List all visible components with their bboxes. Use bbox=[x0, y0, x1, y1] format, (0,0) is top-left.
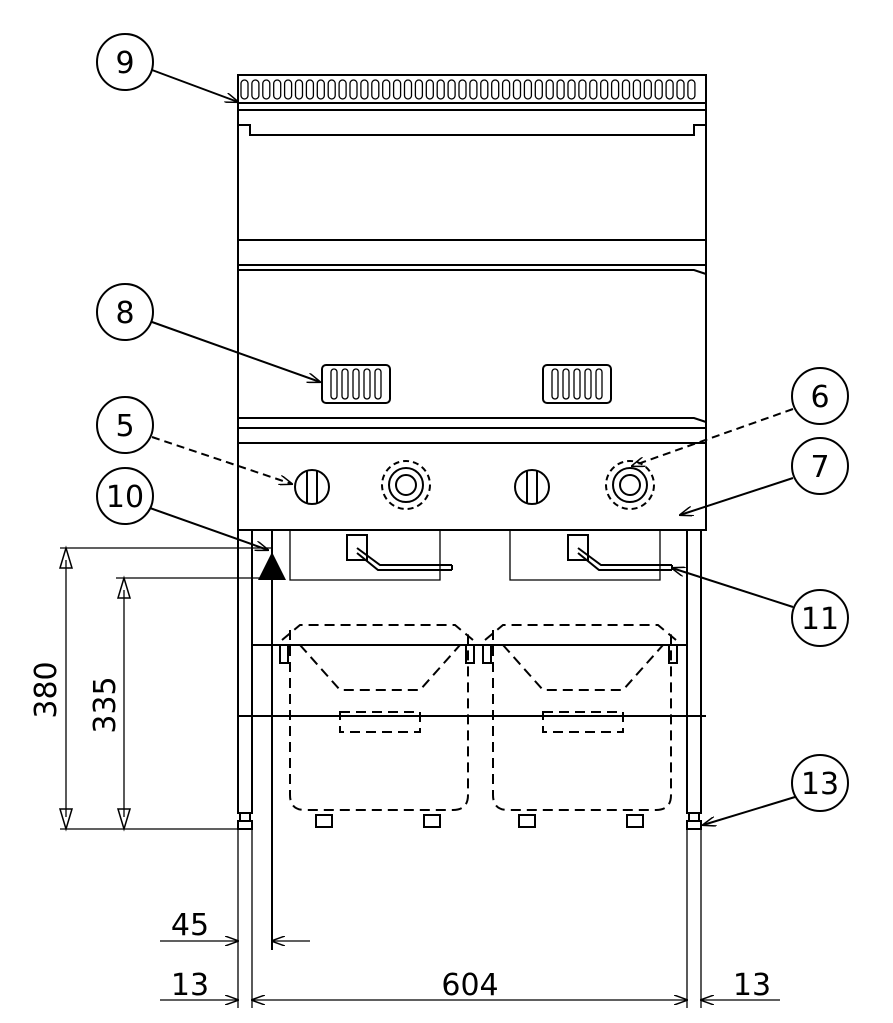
callout-label-13: 13 bbox=[801, 767, 839, 802]
vent-slot bbox=[262, 79, 271, 100]
callout-label-10: 10 bbox=[106, 480, 144, 515]
vent-slot bbox=[687, 79, 696, 100]
vent-slot bbox=[327, 79, 336, 100]
dimension-604: 604 bbox=[252, 968, 687, 1003]
vent-slot bbox=[382, 79, 391, 100]
gas-valve-right bbox=[514, 469, 550, 505]
vent-slot bbox=[447, 79, 456, 100]
dimension-45: 45 bbox=[160, 908, 310, 943]
vent-slot bbox=[523, 79, 533, 100]
vent-slot bbox=[240, 79, 249, 100]
fryer-body bbox=[237, 74, 707, 531]
callout-5: 5 bbox=[96, 396, 292, 484]
leg-left bbox=[237, 529, 253, 830]
vent-slot bbox=[610, 79, 620, 100]
callout-label-11: 11 bbox=[801, 602, 839, 637]
oil-pan-right bbox=[482, 624, 678, 828]
vent-slot bbox=[392, 79, 402, 100]
vent-slot bbox=[283, 79, 293, 100]
vent-slot bbox=[349, 79, 358, 100]
callout-label-7: 7 bbox=[810, 450, 829, 485]
vent-slot bbox=[251, 79, 260, 100]
callout-8: 8 bbox=[96, 283, 320, 382]
callout-10: 10 bbox=[96, 467, 268, 550]
vent-slot bbox=[676, 79, 685, 100]
callout-label-6: 6 bbox=[810, 380, 829, 415]
top-vent-slots bbox=[240, 79, 696, 100]
dimension-label-13-right: 13 bbox=[733, 968, 771, 1003]
vent-slot bbox=[480, 79, 489, 100]
callout-9: 9 bbox=[96, 33, 238, 102]
vent-slot bbox=[545, 79, 554, 100]
vent-slot bbox=[305, 79, 315, 100]
gas-inlet-marker bbox=[258, 530, 286, 950]
drain-assembly-left bbox=[289, 530, 453, 581]
vent-slot bbox=[436, 79, 445, 100]
vent-slot bbox=[491, 79, 500, 100]
vent-slot bbox=[567, 79, 576, 100]
vent-slot bbox=[403, 79, 413, 100]
dimension-extension-lines bbox=[237, 829, 702, 1008]
vent-slot bbox=[600, 79, 609, 100]
vent-slot bbox=[294, 79, 304, 100]
vent-slot bbox=[360, 79, 369, 100]
vent-slot bbox=[665, 79, 674, 100]
callout-11: 11 bbox=[672, 568, 849, 647]
dimension-335: 335 bbox=[88, 575, 272, 832]
dimension-label-13-left: 13 bbox=[171, 968, 209, 1003]
vent-slot bbox=[414, 79, 424, 100]
vent-slot bbox=[316, 79, 325, 100]
callout-7: 7 bbox=[680, 437, 849, 515]
dimension-380: 380 bbox=[29, 545, 272, 832]
drain-assembly-right bbox=[509, 530, 673, 581]
vent-slot bbox=[643, 79, 652, 100]
callout-label-5: 5 bbox=[115, 409, 134, 444]
gas-valve-left bbox=[294, 469, 330, 505]
dimension-label-45: 45 bbox=[171, 908, 209, 943]
dimension-label-335: 335 bbox=[88, 676, 123, 733]
dimension-13-left: 13 bbox=[160, 968, 238, 1003]
callout-6: 6 bbox=[632, 367, 849, 466]
callout-label-9: 9 bbox=[115, 46, 134, 81]
vent-slot bbox=[621, 79, 631, 100]
dimension-13-right: 13 bbox=[701, 968, 780, 1003]
lower-frame bbox=[238, 644, 706, 717]
vent-slot bbox=[425, 79, 434, 100]
front-vent-grille-left bbox=[321, 364, 391, 404]
leg-right bbox=[686, 529, 702, 830]
oil-pan-left bbox=[279, 624, 475, 828]
callout-label-8: 8 bbox=[115, 296, 134, 331]
dimension-label-380: 380 bbox=[29, 661, 64, 718]
vent-slot bbox=[469, 79, 478, 100]
callout-13: 13 bbox=[703, 754, 849, 825]
vent-slot bbox=[458, 79, 467, 100]
vent-slot bbox=[371, 79, 380, 100]
igniter-knob-left bbox=[381, 460, 431, 510]
front-vent-grille-right bbox=[542, 364, 612, 404]
vent-slot bbox=[589, 79, 598, 100]
vent-slot bbox=[501, 79, 511, 100]
vent-slot bbox=[654, 79, 663, 100]
dimension-label-604: 604 bbox=[441, 968, 498, 1003]
vent-slot bbox=[534, 79, 543, 100]
vent-slot bbox=[338, 79, 347, 100]
vent-slot bbox=[632, 79, 642, 100]
igniter-knob-right bbox=[605, 460, 655, 510]
vent-slot bbox=[556, 79, 565, 100]
vent-slot bbox=[273, 79, 282, 100]
vent-slot bbox=[578, 79, 587, 100]
vent-slot bbox=[512, 79, 522, 100]
